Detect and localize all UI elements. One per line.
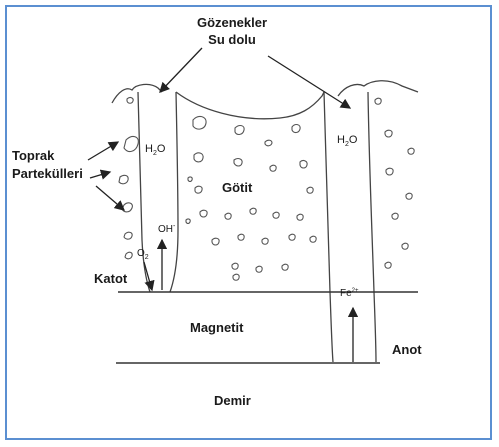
magnetite-label: Magnetit: [190, 320, 244, 335]
cathode-label: Katot: [94, 271, 128, 286]
pores-arrow-left: [160, 48, 202, 92]
soil-particles-right: [375, 98, 414, 268]
soil-arrow-1: [88, 142, 118, 160]
soil-top-outline-right: [338, 81, 418, 96]
pores-arrow-right: [268, 56, 350, 108]
h2o-right-label: H2O: [337, 134, 358, 148]
anode-label: Anot: [392, 342, 422, 357]
soil-top-outline-mid: [176, 92, 324, 119]
soil-arrow-2: [90, 172, 110, 178]
soil-top-outline: [112, 84, 162, 103]
soil-label-line1: Toprak: [12, 148, 55, 163]
oh-label: OH-: [158, 223, 176, 235]
soil-particles-left: [119, 98, 138, 259]
fe-label: Fe2+: [340, 288, 359, 299]
pores-label-line2: Su dolu: [208, 32, 256, 47]
right-pore-wall-right: [368, 92, 376, 362]
iron-label: Demir: [214, 393, 251, 408]
soil-label-line2: Partekülleri: [12, 166, 83, 181]
goethite-label: Götit: [222, 180, 253, 195]
soil-particles-goethite: [186, 116, 316, 280]
right-pore-wall-left: [324, 92, 333, 362]
pores-label-line1: Gözenekler: [197, 15, 267, 30]
left-pore-wall-right: [170, 92, 178, 292]
soil-arrow-3: [96, 186, 124, 210]
h2o-left-label: H2O: [145, 143, 166, 157]
